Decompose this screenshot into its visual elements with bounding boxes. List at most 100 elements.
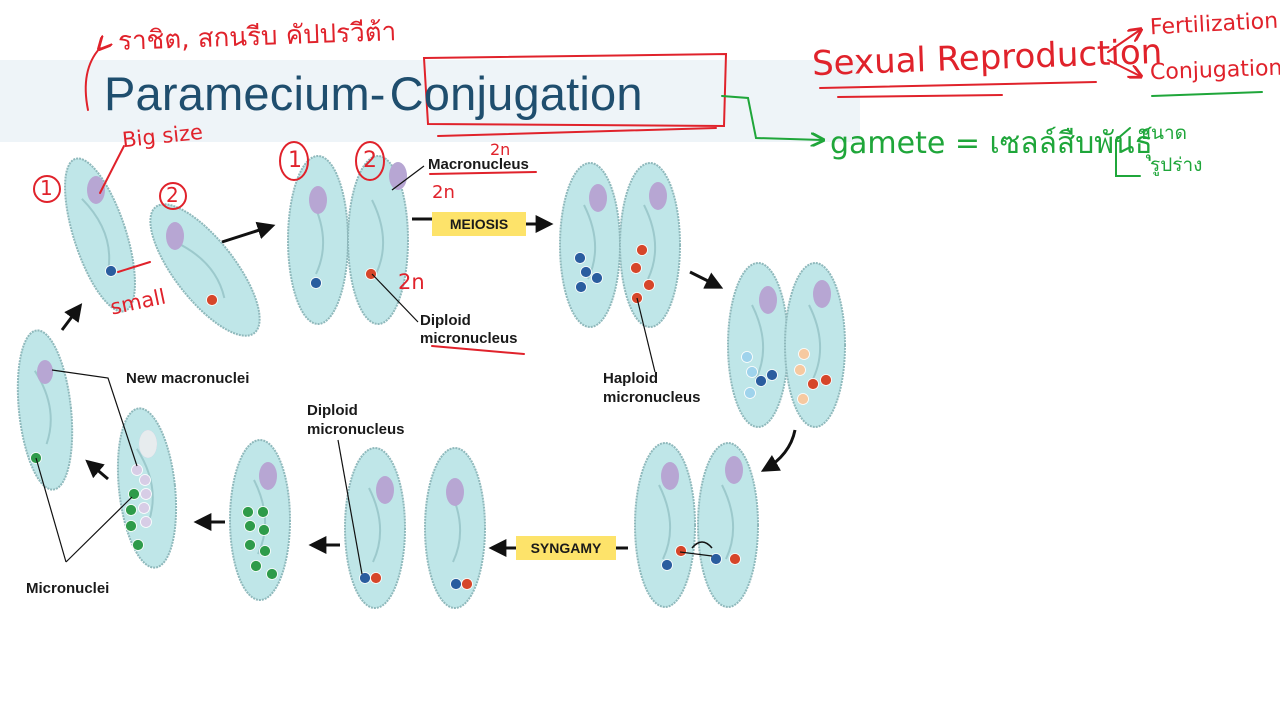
annotation-gamete-note-1: ขนาด [1138,122,1187,144]
macronucleus [166,222,184,250]
micronucleus [798,348,810,360]
paramecium-cell [424,447,486,609]
oral-groove [751,304,765,380]
annotation-gamete-note-2: รูปร่าง [1150,154,1203,176]
macronucleus [446,478,464,506]
micronucleus [132,539,144,551]
split-arrow-top [1107,30,1140,53]
micronucleus [105,265,117,277]
micronucleus [125,520,137,532]
pointer-lines [35,165,713,575]
arrow-cycle-3 [689,270,724,289]
curl-arrow-left [84,48,100,111]
micronucleus [741,351,753,363]
micronucleus [746,366,758,378]
micronucleus [244,539,256,551]
oral-groove [368,487,382,563]
annotation-2n-bottom: 2n [432,182,455,203]
micronucleus [370,572,382,584]
arrow-cycle-8 [85,459,109,481]
macronucleus [389,162,407,190]
micronucleus [242,506,254,518]
annotation-2n-label: 2n [398,270,425,294]
macronucleus [589,184,607,212]
micronucleus [661,559,673,571]
micronucleus [580,266,592,278]
arrow-cycle-1 [221,221,276,244]
oral-groove [643,204,657,280]
oral-groove [371,199,385,275]
micronucleus [636,244,648,256]
macronucleus [309,186,327,214]
nuclei-layer [30,162,832,590]
micronucleus [140,488,152,500]
annotation-circle-2a: 2 [166,183,179,207]
micronucleus [766,369,778,381]
micronucleus [675,545,687,557]
micronucleus [575,281,587,293]
macronucleus [725,456,743,484]
paramecium-cell [229,439,291,601]
micronucleus [729,553,741,565]
title-highlight: Conjugation [389,67,643,120]
syngamy-exchange-arrow [691,541,713,549]
annotation-circle-1a: 1 [40,176,53,200]
micronucleus [574,252,586,264]
micronucleus [266,568,278,580]
micronucleus [257,506,269,518]
micronucleus [643,279,655,291]
micronucleus [310,277,322,289]
slide-title: Paramecium-Conjugation [104,66,643,121]
annotation-circle-1b: 1 [288,148,302,173]
micronucleus [710,553,722,565]
split-arrow-bottom [1107,59,1140,76]
micronucleus [258,524,270,536]
label-macronucleus: Macronucleus [428,156,529,173]
label-syngamy: SYNGAMY [516,536,616,560]
macronucleus [661,462,679,490]
micronucleus [138,502,150,514]
annotation-2n-top: 2n [490,140,511,159]
macronucleus [376,476,394,504]
micronucleus [140,516,152,528]
micronucleus [461,578,473,590]
micronucleus [630,262,642,274]
paramecium-cell [697,442,759,608]
paramecium-cell [784,262,846,428]
label-meiosis: MEIOSIS [432,212,526,236]
paramecium-cell [727,262,789,428]
oral-groove [721,484,735,560]
oral-groove [808,304,822,380]
label-haploid-micronucleus-2: micronucleus [603,389,701,406]
micronucleus [820,374,832,386]
micronucleus [131,464,143,476]
micronucleus [359,572,371,584]
micronucleus [591,272,603,284]
micronucleus [139,474,151,486]
arrow-cycle-9 [60,303,83,331]
paramecium-cell [619,162,681,328]
micronucleus [797,393,809,405]
annotation-conjugation: Conjugation [1149,55,1280,86]
micronucleus [807,378,819,390]
green-ink [721,91,1263,177]
label-diploid-micronucleus-top-1: Diploid [420,312,471,329]
arrow-cycle-4 [760,429,797,472]
degenerating-macronucleus [139,430,157,458]
macronucleus [649,182,667,210]
micronucleus [128,488,140,500]
oral-groove [658,484,672,560]
paramecium-cell [16,329,74,491]
label-diploid-micronucleus-bottom-2: micronucleus [307,421,405,438]
paramecium-cell [559,162,621,328]
label-new-macronuclei: New macronuclei [126,370,250,387]
micronucleus [744,387,756,399]
micronucleus [450,578,462,590]
macronucleus [813,280,831,308]
red-ink [33,30,1140,355]
oral-groove [136,448,154,523]
macronucleus [759,286,777,314]
macronucleus [87,176,105,204]
paramecium-cell [64,157,136,313]
